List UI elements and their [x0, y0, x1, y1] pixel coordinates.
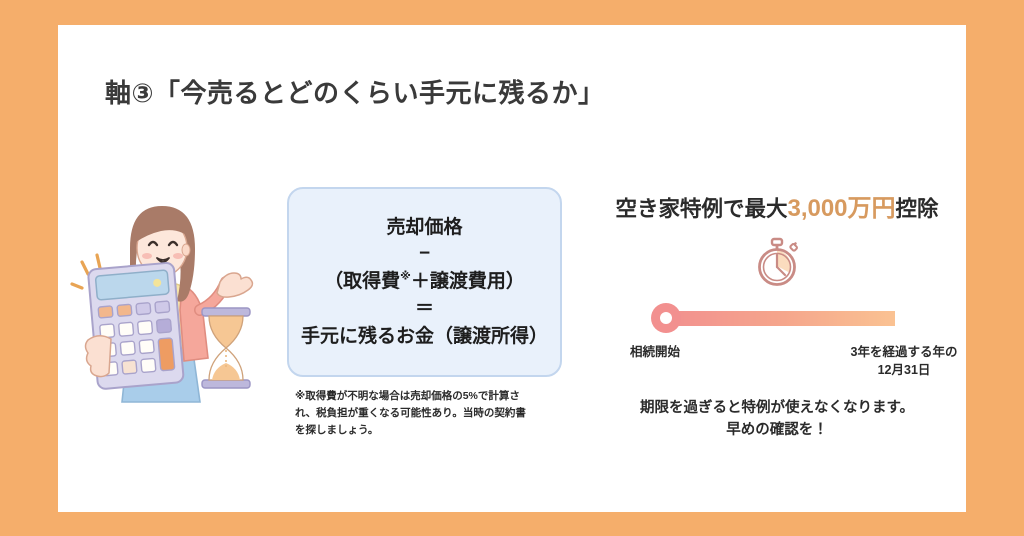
- deadline-timeline: [651, 303, 909, 333]
- timeline-bar: [665, 311, 895, 326]
- formula-box: 売却価格 − （取得費※＋譲渡費用） ＝ 手元に残るお金（譲渡所得）: [287, 187, 562, 377]
- stopwatch-icon: [751, 237, 803, 289]
- formula-section: 売却価格 − （取得費※＋譲渡費用） ＝ 手元に残るお金（譲渡所得） ※取得費が…: [58, 175, 562, 445]
- heading-suffix: 控除: [895, 197, 939, 221]
- timeline-end-label: 3年を経過する年の 12月31日: [824, 343, 984, 379]
- slide-card: 軸③「今売るとどのくらい手元に残るか」: [58, 25, 966, 512]
- footnote-line-1: ※取得費が不明な場合は売却価格の5%で計算さ: [295, 390, 520, 402]
- page-title: 軸③「今売るとどのくらい手元に残るか」: [105, 78, 605, 108]
- heading-prefix: 空き家特例で最大: [615, 197, 788, 221]
- formula-line-result: 手元に残るお金（譲渡所得）: [300, 325, 548, 347]
- timeline-end-label-line1: 3年を経過する年の: [850, 345, 958, 359]
- formula-operator-equals: ＝: [414, 297, 434, 319]
- formula-footnote-mark: ※: [400, 270, 411, 283]
- heading-amount: 3,000万円: [787, 195, 896, 222]
- formula-costs-pre: （取得費: [324, 271, 401, 293]
- formula-operator-minus: −: [418, 243, 431, 265]
- footnote-line-2: れ、税負担が重くなる可能性あり。当時の契約書: [295, 407, 526, 419]
- illustration-woman-with-calculator: [70, 190, 280, 405]
- formula-line-costs: （取得費※＋譲渡費用）: [324, 268, 525, 296]
- special-case-heading: 空き家特例で最大3,000万円控除: [588, 188, 966, 223]
- timeline-end-label-line2: 12月31日: [877, 363, 931, 378]
- formula-line-sale-price: 売却価格: [386, 216, 463, 238]
- formula-footnote: ※取得費が不明な場合は売却価格の5%で計算さ れ、税負担が重くなる可能性あり。当…: [295, 388, 553, 439]
- hourglass-icon: [201, 307, 251, 389]
- timeline-start-label: 相続開始: [629, 345, 680, 359]
- deadline-note-line2: 早めの確認を！: [726, 422, 828, 439]
- deadline-note: 期限を過ぎると特例が使えなくなります。 早めの確認を！: [588, 397, 966, 442]
- spark-icon: [70, 253, 102, 290]
- formula-costs-post: ＋譲渡費用）: [410, 271, 525, 293]
- deadline-note-line1: 期限を過ぎると特例が使えなくなります。: [639, 400, 915, 416]
- timeline-start-marker: [651, 303, 681, 333]
- special-case-section: 空き家特例で最大3,000万円控除 相続開始 3年を経過する年の 12: [588, 175, 966, 455]
- footnote-line-3: を探しましょう。: [295, 424, 379, 436]
- calculator-icon: [87, 262, 185, 390]
